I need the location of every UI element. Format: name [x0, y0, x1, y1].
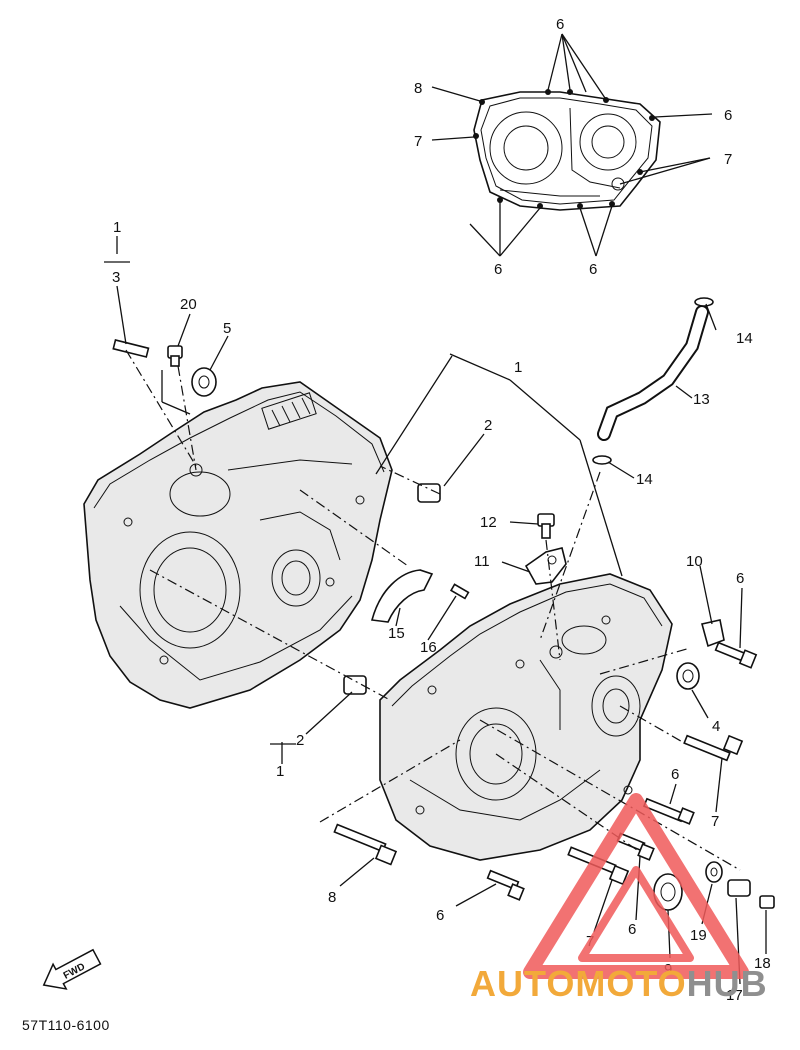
label-p7-mid: 7	[711, 813, 719, 830]
cable-clamp	[370, 569, 434, 623]
hose-clip-upper	[694, 297, 714, 307]
dowel-pin-upper	[417, 483, 441, 503]
label-p2-lower: 2	[296, 732, 304, 749]
fwd-arrow: FWD	[42, 948, 102, 990]
watermark-logo	[523, 793, 749, 979]
label-p8-top: 8	[414, 80, 422, 97]
label-p14-lower: 14	[636, 471, 653, 488]
washer-19	[705, 861, 723, 883]
label-p11: 11	[474, 553, 490, 570]
label-p16: 16	[420, 639, 437, 656]
watermark-text-b: HUB	[687, 963, 768, 1004]
label-p14-upper: 14	[736, 330, 753, 347]
bracket-11	[524, 547, 567, 585]
oil-seal-4	[676, 662, 700, 690]
bolt-6-bottom-2	[616, 832, 655, 861]
bolt-6-right	[714, 641, 758, 669]
label-p13: 13	[693, 391, 710, 408]
label-p7-top-r: 7	[724, 151, 732, 168]
dash-center-lines	[125, 349, 741, 871]
label-p6-mid: 6	[671, 766, 679, 783]
part-labels: 6 8 7 6 7 6 6 1 3 20 5 14 13 1 2 14 12 1…	[112, 16, 771, 1004]
label-p5: 5	[223, 320, 231, 337]
label-p4: 4	[712, 718, 720, 735]
crankcase-gasket-view	[431, 33, 713, 257]
watermark-text: AUTOMOTOHUB	[470, 963, 768, 1004]
label-p6-top-r: 6	[724, 107, 732, 124]
stud-bolt	[112, 339, 150, 358]
label-p7-top-l: 7	[414, 133, 422, 150]
oil-seal	[191, 367, 217, 397]
bolt-6-bottom	[486, 869, 525, 901]
gasket-bolt-holes	[473, 89, 655, 209]
breather-hose	[597, 305, 709, 441]
bolt-12	[537, 513, 555, 539]
long-bolt-7	[683, 734, 744, 762]
label-set1-lower: 1	[276, 763, 284, 780]
gasket-leaders	[431, 33, 713, 257]
part-code: 57T110-6100	[22, 1017, 110, 1033]
watermark-text-a: AUTOMOTO	[470, 963, 687, 1004]
drain-plug	[167, 345, 183, 367]
label-set1-upper: 1	[113, 219, 121, 236]
label-p19: 19	[690, 927, 707, 944]
bolt-8-bottom	[333, 823, 398, 866]
leader-lines	[104, 236, 767, 985]
hose-clip-lower	[592, 455, 612, 465]
label-p6-right: 6	[736, 570, 744, 587]
label-p6-top: 6	[556, 16, 564, 33]
label-p15: 15	[388, 625, 405, 642]
label-p6-bottom: 6	[436, 907, 444, 924]
label-p2-upper: 2	[484, 417, 492, 434]
label-p6-top-bl: 6	[494, 261, 502, 278]
screw-17	[727, 879, 751, 897]
label-p18: 18	[754, 955, 771, 972]
label-p10: 10	[686, 553, 703, 570]
label-p12: 12	[480, 514, 497, 531]
right-crankcase-half	[379, 573, 673, 861]
label-set3-upper: 3	[112, 269, 120, 286]
dowel-pin-lower	[343, 675, 367, 695]
screw-18	[759, 895, 775, 909]
label-p6-top-br: 6	[589, 261, 597, 278]
label-p17: 17	[726, 987, 743, 1004]
screw-16	[449, 583, 470, 600]
label-p20: 20	[180, 296, 197, 313]
label-p8-bottom: 8	[328, 889, 336, 906]
left-crankcase-half	[83, 381, 393, 709]
label-p6-bottom-2: 6	[628, 921, 636, 938]
label-p1: 1	[514, 359, 522, 376]
collar-10	[701, 619, 725, 648]
